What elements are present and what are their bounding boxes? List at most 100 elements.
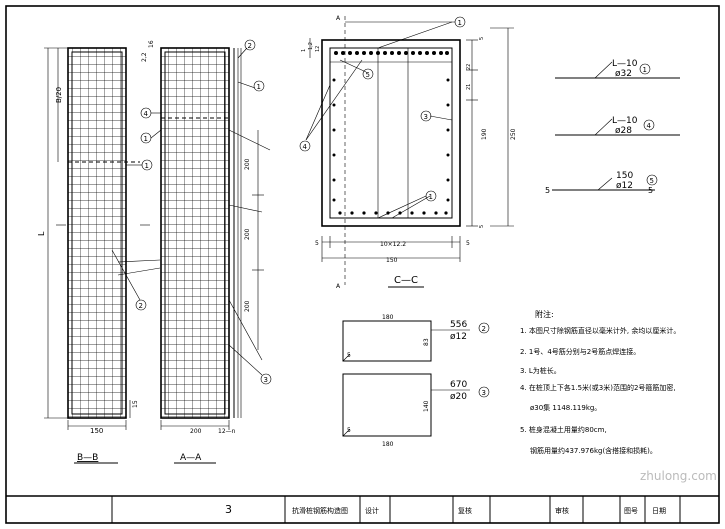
notes-block: 附注: 1. 本图尺寸除钢筋直径以毫米计外, 余均以厘米计。 2. 1号、4号筋… [520, 309, 680, 455]
note-item: 4. 在桩顶上下各1.5米(或3米)范围的2号箍筋加密, [520, 383, 676, 392]
bar-detail-5: 150 ø12 5 5 5 [545, 171, 658, 195]
sheet-number: 3 [225, 503, 232, 516]
small-dim-text: 12 [315, 46, 321, 52]
check-label: 审核 [555, 506, 569, 515]
small-dim-text: 22 [466, 64, 472, 70]
marker-label: 1 [145, 162, 149, 170]
section-cc-outline [321, 39, 461, 227]
section-bb-outline [67, 47, 127, 419]
marker-label: 2 [139, 302, 143, 310]
section-aa-rebar-grid [161, 48, 229, 418]
cut-marker: A [336, 283, 341, 290]
watermark: zhulong.com [640, 469, 717, 483]
stirrup-shape [342, 373, 432, 437]
bar-length: L—10 [612, 116, 638, 126]
bar-length: 150 [616, 171, 633, 181]
bar-end-dim: 5 [545, 186, 550, 195]
review-label: 复核 [458, 506, 472, 515]
bar-diameter: ø32 [615, 69, 632, 79]
marker-label: 3 [424, 113, 428, 121]
section-cc-top-bars [334, 51, 449, 55]
marker-label: 5 [650, 177, 654, 185]
note-item: 2. 1号、4号筋分别与2号筋点焊连接。 [520, 347, 640, 356]
section-aa-top-label: 2,2 [141, 52, 148, 62]
notes-heading: 附注: [535, 309, 554, 319]
stirrup-height: 83 [423, 338, 430, 346]
marker-circle [362, 68, 374, 80]
note-item: 3. L为桩长。 [520, 366, 561, 375]
marker-circle [141, 159, 153, 171]
section-aa-outline [160, 47, 230, 419]
marker-label: 1 [257, 83, 261, 91]
note-item: 5. 桩身混凝土用量约80cm, [520, 425, 607, 434]
spacing-dim-text: 200 [244, 228, 251, 240]
design-label: 设计 [365, 506, 379, 515]
marker-label: 1 [643, 66, 647, 74]
section-bb-rebar-grid [68, 48, 126, 418]
note-item: 钢筋用量约437.976kg(含搭接和损耗)。 [530, 446, 657, 455]
section-cc-side-bars [332, 78, 450, 202]
marker-circle [260, 373, 272, 385]
sheet-border [5, 5, 720, 524]
marker-label: 4 [303, 143, 308, 151]
cut-marker: A [336, 15, 341, 22]
bar-length: L—10 [612, 59, 638, 69]
drawing-title: 抗滑桩钢筋构造图 [292, 506, 348, 515]
stirrup-hook: 5 [347, 352, 351, 359]
section-aa-top-label: 16 [148, 40, 155, 48]
section-cc-title: C—C [394, 275, 418, 286]
bar-detail-1: L—10 ø32 1 [555, 59, 680, 79]
marker-label: 1 [429, 193, 433, 201]
marker-label: 2 [482, 325, 486, 333]
section-cc-bottom-bars [338, 211, 448, 215]
marker-circle [643, 119, 655, 131]
spacing-dim-text: 200 [244, 158, 251, 170]
section-cc-width-text: 150 [386, 257, 398, 264]
bar-detail-4: L—10 ø28 4 [555, 116, 680, 136]
small-dim-text: 5 [479, 225, 485, 228]
small-dim-text: 1 [301, 49, 307, 52]
bar-end-dim: 5 [648, 186, 653, 195]
section-bb: B/20 L 150 15 1 2 B—B [37, 47, 161, 464]
stirrup-hook: 5 [347, 427, 351, 434]
small-dim-text: 1,2 [308, 42, 314, 50]
marker-label: 1 [458, 19, 462, 27]
marker-label: 4 [144, 110, 149, 118]
section-cc: A A 1 5 4 3 1 1 1,2 12 5 21 22 19 [299, 15, 517, 290]
section-bb-height-label: L [37, 231, 46, 236]
small-dim-text: 21 [466, 84, 472, 90]
spacing-dim-text: 200 [244, 300, 251, 312]
section-cc-inner-outline [329, 47, 453, 219]
section-bb-width-text: 150 [90, 427, 103, 435]
marker-circle [478, 386, 490, 398]
marker-circle [253, 80, 265, 92]
section-bb-inner-outline [71, 51, 123, 415]
marker-circle [425, 190, 437, 202]
section-cc-inner-width-text: 10×12.2 [380, 241, 406, 248]
bar-diameter: ø28 [615, 126, 632, 136]
stirrup-shape [342, 320, 432, 362]
marker-circle [639, 63, 651, 75]
marker-circle [478, 322, 490, 334]
stirrup-diameter: ø20 [450, 392, 467, 402]
marker-label: 5 [366, 71, 370, 79]
marker-circle [299, 140, 311, 152]
small-dim-text: 5 [315, 240, 319, 247]
stirrup-length: 670 [450, 380, 467, 390]
marker-label: 4 [647, 122, 652, 130]
stirrup-height: 140 [423, 400, 430, 412]
note-item: ø30集 1148.119kg。 [530, 403, 601, 412]
stirrup-diameter: ø12 [450, 332, 467, 342]
marker-label: 3 [482, 389, 486, 397]
marker-label: 2 [248, 42, 252, 50]
marker-circle [244, 39, 256, 51]
marker-label: 1 [144, 135, 148, 143]
section-bb-title: B—B [77, 453, 98, 463]
stirrup-width: 180 [382, 314, 394, 321]
marker-circle [135, 299, 147, 311]
section-cc-height-text: 250 [510, 128, 517, 140]
stirrup-2: 180 83 5 556 ø12 2 [342, 314, 490, 362]
marker-label: 3 [264, 376, 268, 384]
bar-diameter: ø12 [616, 181, 633, 191]
